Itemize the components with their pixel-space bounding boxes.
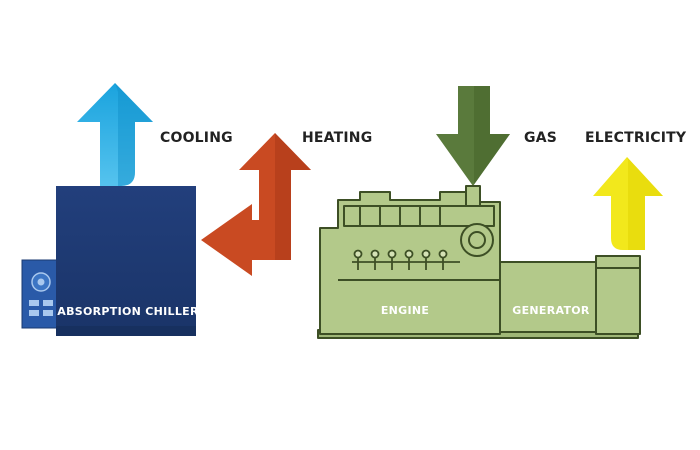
spark-plug-icon <box>387 249 397 259</box>
spark-plug-icon <box>370 249 380 259</box>
spark-plugs <box>352 249 460 270</box>
gas-inlet-pipe <box>465 185 481 207</box>
absorption-chiller <box>56 186 196 336</box>
chiller-label: ABSORPTION CHILLER <box>57 305 199 318</box>
chiller-dial-center <box>37 278 45 286</box>
chiller-button-icon <box>29 310 39 316</box>
engine-flywheel-hub <box>468 231 486 249</box>
chiller-side-panel <box>21 259 61 329</box>
chiller-base <box>56 326 196 336</box>
engine-label: ENGINE <box>381 304 429 317</box>
generator-label: GENERATOR <box>512 304 590 317</box>
cooling-arrow <box>77 83 153 186</box>
chiller-button-icon <box>29 300 39 306</box>
cooling-label: COOLING <box>160 130 233 146</box>
spark-plug-icon <box>404 249 414 259</box>
heating-arrow-shade <box>275 133 311 260</box>
engine-generator-set <box>317 185 641 339</box>
spark-plug-icon <box>421 249 431 259</box>
electricity-arrow-shade <box>627 157 663 250</box>
heating-label: HEATING <box>302 130 372 146</box>
chiller-button-icon <box>43 310 53 316</box>
electricity-label: ELECTRICITY <box>585 130 687 146</box>
gas-arrow <box>436 86 510 186</box>
generator-body <box>499 261 601 333</box>
gas-arrow-shade <box>473 86 510 186</box>
cooling-arrow-shade <box>115 83 153 186</box>
gas-label: GAS <box>524 130 557 146</box>
spark-plug-icon <box>353 249 363 259</box>
spark-plug-icon <box>438 249 448 259</box>
chiller-button-icon <box>43 300 53 306</box>
